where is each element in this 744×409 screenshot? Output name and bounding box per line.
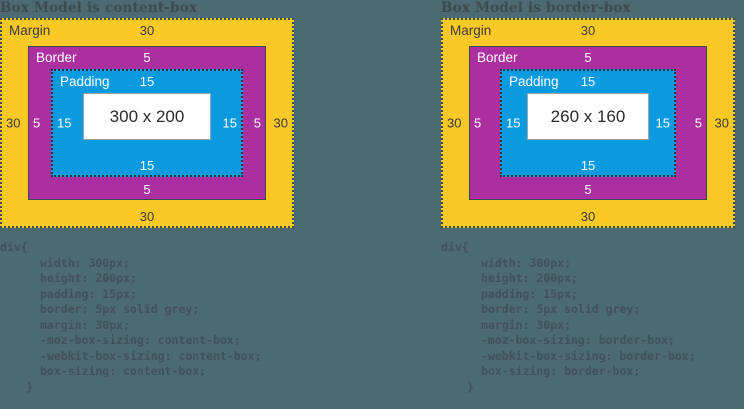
padding-value-bottom: 15 [580, 158, 596, 173]
margin-box-content: Margin 30 30 30 30 Border 5 5 5 5 Paddin… [0, 18, 294, 228]
border-value-right: 5 [253, 115, 261, 131]
code-line: } [467, 379, 474, 394]
code-line: margin: 30px; [40, 317, 131, 332]
padding-value-right: 15 [655, 115, 670, 131]
border-value-top: 5 [584, 50, 592, 65]
margin-value-right: 30 [273, 115, 288, 131]
border-zone-label: Border [36, 50, 77, 65]
border-value-top: 5 [143, 50, 151, 65]
code-line: border: 5px solid grey; [481, 302, 641, 316]
padding-value-left: 15 [506, 115, 521, 131]
padding-box-border: Padding 15 15 15 15 260 x 160 [500, 69, 676, 177]
code-line: height: 200px; [40, 271, 137, 285]
margin-value-top: 30 [580, 23, 596, 38]
code-line: width: 300px; [40, 255, 131, 270]
margin-value-right: 30 [714, 115, 729, 131]
code-line: } [26, 379, 33, 394]
code-line: box-sizing: border-box; [481, 364, 641, 378]
margin-value-top: 30 [139, 23, 155, 38]
margin-value-left: 30 [447, 115, 462, 131]
code-line: margin: 30px; [481, 317, 572, 332]
border-box-border: Border 5 5 5 5 Padding 15 15 15 15 260 x… [469, 46, 707, 200]
panel-title-content-box: Box Model is content-box [0, 0, 198, 16]
margin-value-left: 30 [6, 115, 21, 131]
panel-border-box: Box Model is border-box Margin 30 30 30 … [432, 0, 744, 409]
code-line: width: 300px; [481, 255, 572, 270]
border-box-content: Border 5 5 5 5 Padding 15 15 15 15 300 x… [28, 46, 266, 200]
content-dimensions-label: 260 x 160 [550, 106, 626, 126]
border-value-left: 5 [474, 115, 482, 131]
code-block-content-box: div{ width: 300px;height: 200px;padding: … [0, 240, 303, 395]
content-area-border: 260 x 160 [527, 93, 649, 140]
padding-value-top: 15 [580, 74, 596, 89]
margin-box-border: Margin 30 30 30 30 Border 5 5 5 5 Paddin… [441, 18, 735, 228]
code-line: padding: 15px; [481, 286, 578, 301]
margin-value-bottom: 30 [139, 209, 155, 224]
code-line: div{ [0, 240, 28, 254]
code-line: box-sizing: content-box; [40, 364, 207, 378]
content-dimensions-label: 300 x 200 [109, 106, 185, 126]
code-line: -moz-box-sizing: content-box; [40, 333, 241, 347]
padding-value-top: 15 [139, 74, 155, 89]
code-line: height: 200px; [481, 271, 578, 285]
code-line: div{ [441, 240, 469, 254]
border-value-left: 5 [33, 115, 41, 131]
code-line: border: 5px solid grey; [40, 302, 200, 316]
content-area-content: 300 x 200 [83, 93, 211, 140]
margin-value-bottom: 30 [580, 209, 596, 224]
border-value-right: 5 [694, 115, 702, 131]
padding-value-right: 15 [222, 115, 237, 131]
border-value-bottom: 5 [143, 182, 151, 197]
padding-zone-label: Padding [60, 74, 110, 89]
code-block-border-box: div{ width: 300px;height: 200px;padding: … [432, 240, 744, 395]
border-value-bottom: 5 [584, 182, 592, 197]
code-line: -webkit-box-sizing: border-box; [481, 348, 696, 363]
code-line: -webkit-box-sizing: content-box; [40, 348, 262, 363]
border-zone-label: Border [477, 50, 518, 65]
padding-zone-label: Padding [509, 74, 559, 89]
margin-zone-label: Margin [450, 23, 492, 38]
padding-box-content: Padding 15 15 15 15 300 x 200 [51, 69, 243, 177]
panel-title-border-box: Box Model is border-box [441, 0, 631, 16]
margin-zone-label: Margin [9, 23, 51, 38]
panel-content-box: Box Model is content-box Margin 30 30 30… [0, 0, 303, 409]
padding-value-left: 15 [57, 115, 72, 131]
padding-value-bottom: 15 [139, 158, 155, 173]
code-line: padding: 15px; [40, 286, 137, 301]
code-line: -moz-box-sizing: border-box; [481, 333, 675, 347]
